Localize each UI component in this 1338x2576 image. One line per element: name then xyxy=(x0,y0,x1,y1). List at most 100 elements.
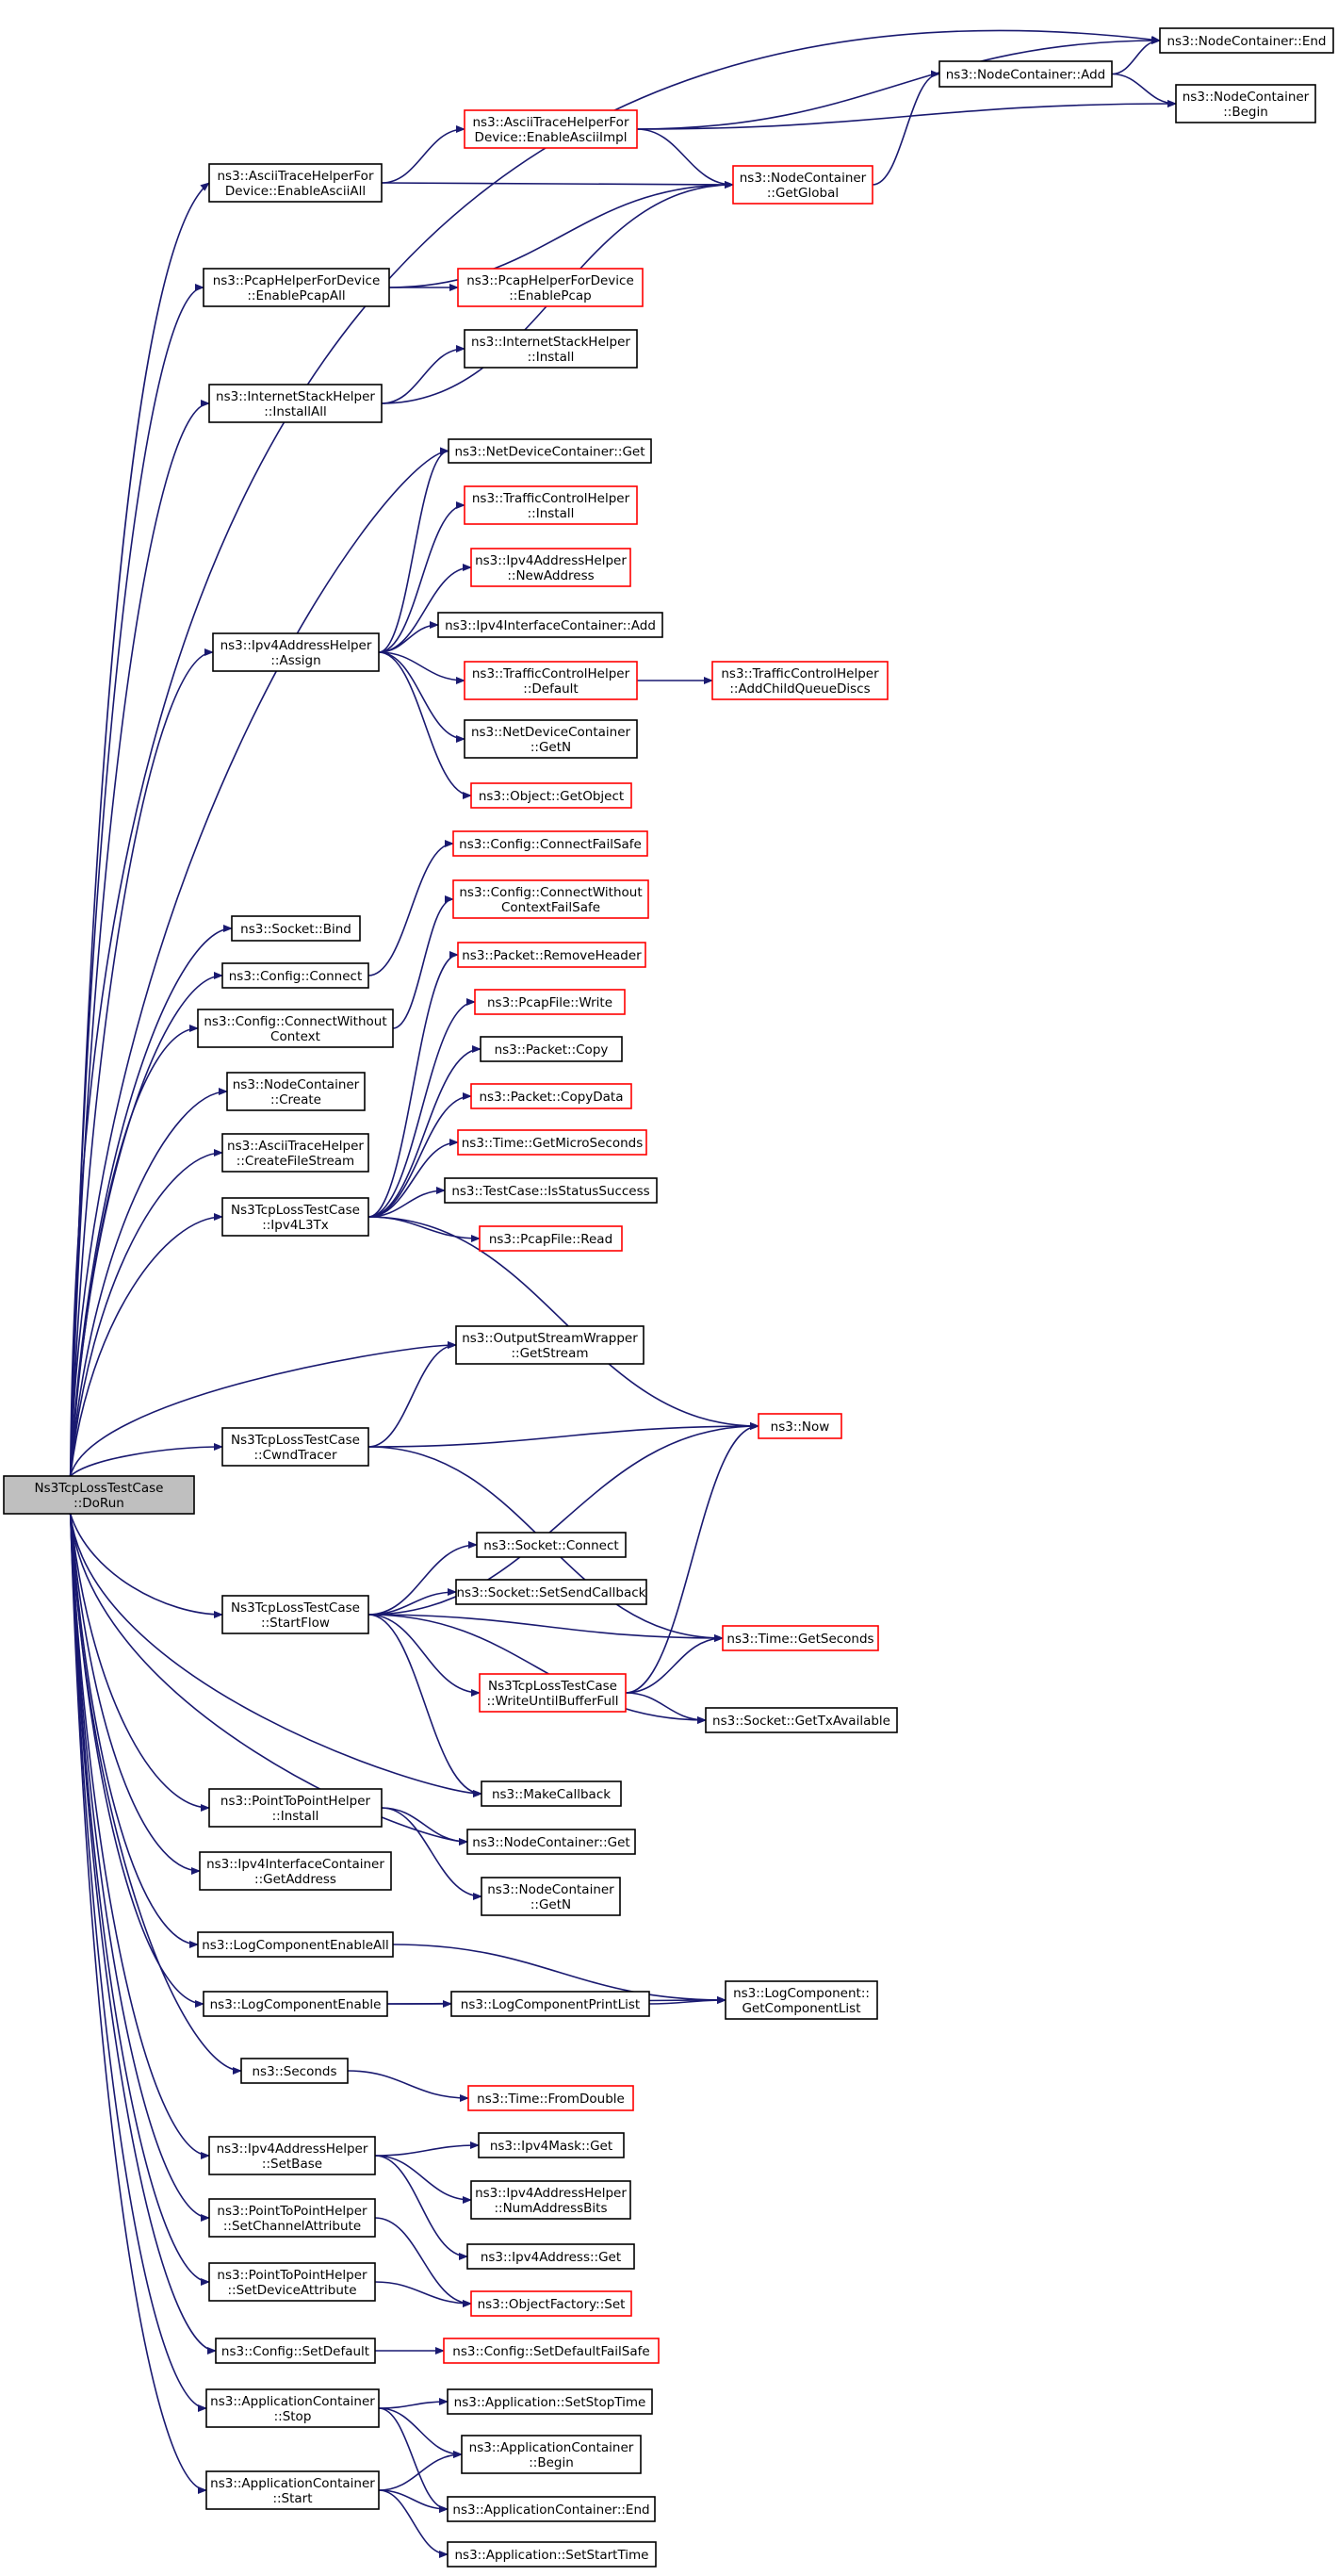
node-ac-stop[interactable]: ns3::ApplicationContainer::Stop xyxy=(205,2388,380,2428)
edge-ipv4ah_assign-to-tch_install xyxy=(378,501,465,653)
node-config-setdefault[interactable]: ns3::Config::SetDefault xyxy=(215,2338,376,2364)
node-nc-begin[interactable]: ns3::NodeContainer::Begin xyxy=(1175,84,1316,123)
node-tch-default[interactable]: ns3::TrafficControlHelper::Default xyxy=(464,661,638,700)
node-box xyxy=(447,2541,657,2568)
node-label-line: ns3::Ipv4Address::Get xyxy=(481,2250,621,2265)
node-osw-getstream[interactable]: ns3::OutputStreamWrapper::GetStream xyxy=(455,1325,645,1365)
node-label-line: Ns3TcpLossTestCase xyxy=(488,1679,617,1694)
node-config-setdefaultfailsafe[interactable]: ns3::Config::SetDefaultFailSafe xyxy=(443,2338,660,2364)
node-pcapfile-write[interactable]: ns3::PcapFile::Write xyxy=(474,989,626,1015)
node-nc-end[interactable]: ns3::NodeContainer::End xyxy=(1159,27,1334,54)
node-logcomp-enable[interactable]: ns3::LogComponentEnable xyxy=(203,1991,388,2017)
node-tch-addchild[interactable]: ns3::TrafficControlHelper::AddChildQueue… xyxy=(711,661,889,700)
node-nc-getn[interactable]: ns3::NodeContainer::GetN xyxy=(481,1877,621,1916)
node-p2ph-setdeviceattr[interactable]: ns3::PointToPointHelper::SetDeviceAttrib… xyxy=(208,2262,376,2302)
node-ascii-enable-impl[interactable]: ns3::AsciiTraceHelperForDevice::EnableAs… xyxy=(464,109,638,149)
node-box xyxy=(466,1829,636,1855)
node-tlt-cwndtracer[interactable]: Ns3TcpLossTestCase::CwndTracer xyxy=(221,1427,369,1467)
edge-nc_getglobal-to-nc_add xyxy=(872,70,940,186)
node-label-line: ns3::TrafficControlHelper xyxy=(472,666,630,681)
node-pcapfile-read[interactable]: ns3::PcapFile::Read xyxy=(479,1225,623,1252)
node-object-getobject[interactable]: ns3::Object::GetObject xyxy=(470,782,632,809)
node-ac-end[interactable]: ns3::ApplicationContainer::End xyxy=(447,2496,656,2522)
edge-pcap_enable_all-to-nc_getglobal xyxy=(388,181,734,288)
node-socket-connect[interactable]: ns3::Socket::Connect xyxy=(476,1532,627,1558)
node-socket-gettxavailable[interactable]: ns3::Socket::GetTxAvailable xyxy=(705,1707,898,1733)
node-tlt-ipv4l3tx[interactable]: Ns3TcpLossTestCase::Ipv4L3Tx xyxy=(221,1197,369,1237)
node-socket-bind[interactable]: ns3::Socket::Bind xyxy=(231,915,361,942)
edge-ipv4ah_setbase-to-ipv4ah_numaddressbits xyxy=(374,2155,472,2204)
node-label-line: ns3::Ipv4AddressHelper xyxy=(220,638,372,653)
node-config-connect[interactable]: ns3::Config::Connect xyxy=(221,962,369,989)
node-ipv4mask-get[interactable]: ns3::Ipv4Mask::Get xyxy=(478,2132,625,2158)
edge-seconds-to-time_fromdouble xyxy=(347,2070,469,2102)
node-box xyxy=(464,109,638,149)
node-label-line: ::Ipv4L3Tx xyxy=(262,1218,329,1233)
node-nc-getglobal[interactable]: ns3::NodeContainer::GetGlobal xyxy=(732,165,873,205)
node-p2ph-install[interactable]: ns3::PointToPointHelper::Install xyxy=(208,1788,383,1828)
node-ndc-getn[interactable]: ns3::NetDeviceContainer::GetN xyxy=(464,719,638,759)
node-tlt-writeuntil[interactable]: Ns3TcpLossTestCase::WriteUntilBufferFull xyxy=(479,1673,627,1713)
node-ish-install[interactable]: ns3::InternetStackHelper::Install xyxy=(464,329,638,369)
node-time-getmicroseconds[interactable]: ns3::Time::GetMicroSeconds xyxy=(457,1129,647,1156)
node-nc-get[interactable]: ns3::NodeContainer::Get xyxy=(466,1829,636,1855)
node-box xyxy=(221,1427,369,1467)
node-objectfactory-set[interactable]: ns3::ObjectFactory::Set xyxy=(470,2290,632,2317)
node-box xyxy=(722,1625,879,1651)
node-label-line: ns3::InternetStackHelper xyxy=(216,389,375,404)
node-packet-copydata[interactable]: ns3::Packet::CopyData xyxy=(470,1083,632,1109)
node-box xyxy=(464,329,638,369)
node-label-line: ::Install xyxy=(528,350,575,365)
node-ascii-enable-all[interactable]: ns3::AsciiTraceHelperForDevice::EnableAs… xyxy=(208,163,383,203)
node-p2ph-setchannelattr[interactable]: ns3::PointToPointHelper::SetChannelAttri… xyxy=(208,2198,376,2238)
edge-ipv4ah_assign-to-ndc_get xyxy=(378,447,449,653)
node-label-line: ns3::ObjectFactory::Set xyxy=(478,2297,626,2312)
node-config-connectwo-failsafe[interactable]: ns3::Config::ConnectWithoutContextFailSa… xyxy=(452,879,649,919)
node-ipv4address-get[interactable]: ns3::Ipv4Address::Get xyxy=(466,2243,635,2270)
node-box xyxy=(221,1197,369,1237)
node-makecallback[interactable]: ns3::MakeCallback xyxy=(481,1780,622,1807)
node-tch-install[interactable]: ns3::TrafficControlHelper::Install xyxy=(464,485,638,525)
node-label-line: ::SetBase xyxy=(262,2157,322,2172)
node-label-line: ns3::LogComponentEnableAll xyxy=(202,1938,389,1953)
edge-tlt_startflow-to-time_getseconds xyxy=(367,1614,724,1642)
node-ac-start[interactable]: ns3::ApplicationContainer::Start xyxy=(205,2470,380,2510)
node-tlt-startflow[interactable]: Ns3TcpLossTestCase::StartFlow xyxy=(221,1595,369,1634)
node-ipv4ic-getaddress[interactable]: ns3::Ipv4InterfaceContainer::GetAddress xyxy=(199,1851,392,1891)
node-nc-add[interactable]: ns3::NodeContainer::Add xyxy=(938,60,1113,88)
node-box xyxy=(240,2058,349,2084)
node-ipv4ah-assign[interactable]: ns3::Ipv4AddressHelper::Assign xyxy=(212,632,380,672)
node-nc-create[interactable]: ns3::NodeContainer::Create xyxy=(226,1072,366,1111)
node-box xyxy=(221,1133,369,1173)
node-packet-copy[interactable]: ns3::Packet::Copy xyxy=(480,1036,623,1062)
node-pcap-enable[interactable]: ns3::PcapHelperForDevice::EnablePcap xyxy=(457,268,644,307)
node-ish-installall[interactable]: ns3::InternetStackHelper::InstallAll xyxy=(208,384,383,423)
node-box xyxy=(457,942,646,968)
node-app-setstoptime[interactable]: ns3::Application::SetStopTime xyxy=(447,2388,653,2415)
node-config-connectfailsafe[interactable]: ns3::Config::ConnectFailSafe xyxy=(452,830,648,857)
node-packet-removeheader[interactable]: ns3::Packet::RemoveHeader xyxy=(457,942,646,968)
node-label-line: ns3::PointToPointHelper xyxy=(220,1794,371,1809)
node-label-line: ns3::LogComponentEnable xyxy=(210,1997,382,2012)
node-ipv4ic-add[interactable]: ns3::Ipv4InterfaceContainer::Add xyxy=(437,612,663,638)
node-time-fromdouble[interactable]: ns3::Time::FromDouble xyxy=(467,2085,634,2111)
node-ns3-now[interactable]: ns3::Now xyxy=(758,1413,842,1439)
node-time-getseconds[interactable]: ns3::Time::GetSeconds xyxy=(722,1625,879,1651)
node-ipv4ah-setbase[interactable]: ns3::Ipv4AddressHelper::SetBase xyxy=(208,2136,376,2175)
node-testcase-isstatussuccess[interactable]: ns3::TestCase::IsStatusSuccess xyxy=(444,1177,658,1204)
node-ipv4ah-newaddress[interactable]: ns3::Ipv4AddressHelper::NewAddress xyxy=(470,548,631,587)
node-seconds[interactable]: ns3::Seconds xyxy=(240,2058,349,2084)
node-app-setstarttime[interactable]: ns3::Application::SetStartTime xyxy=(447,2541,657,2568)
node-socket-setsendcallback[interactable]: ns3::Socket::SetSendCallback xyxy=(455,1579,647,1605)
node-ipv4ah-numaddressbits[interactable]: ns3::Ipv4AddressHelper::NumAddressBits xyxy=(470,2180,631,2220)
node-ath-createfilestream[interactable]: ns3::AsciiTraceHelper::CreateFileStream xyxy=(221,1133,369,1173)
node-logcomp-printlist[interactable]: ns3::LogComponentPrintList xyxy=(450,1991,650,2017)
node-pcap-enable-all[interactable]: ns3::PcapHelperForDevice::EnablePcapAll xyxy=(203,268,390,307)
node-ndc-get[interactable]: ns3::NetDeviceContainer::Get xyxy=(448,438,652,464)
node-logcomp-enableall[interactable]: ns3::LogComponentEnableAll xyxy=(197,1931,394,1958)
node-ac-begin[interactable]: ns3::ApplicationContainer::Begin xyxy=(461,2435,642,2474)
node-label-line: ::Stop xyxy=(274,2409,312,2424)
node-box xyxy=(221,1595,369,1634)
node-logcomp-getlist[interactable]: ns3::LogComponent::GetComponentList xyxy=(725,1980,878,2020)
